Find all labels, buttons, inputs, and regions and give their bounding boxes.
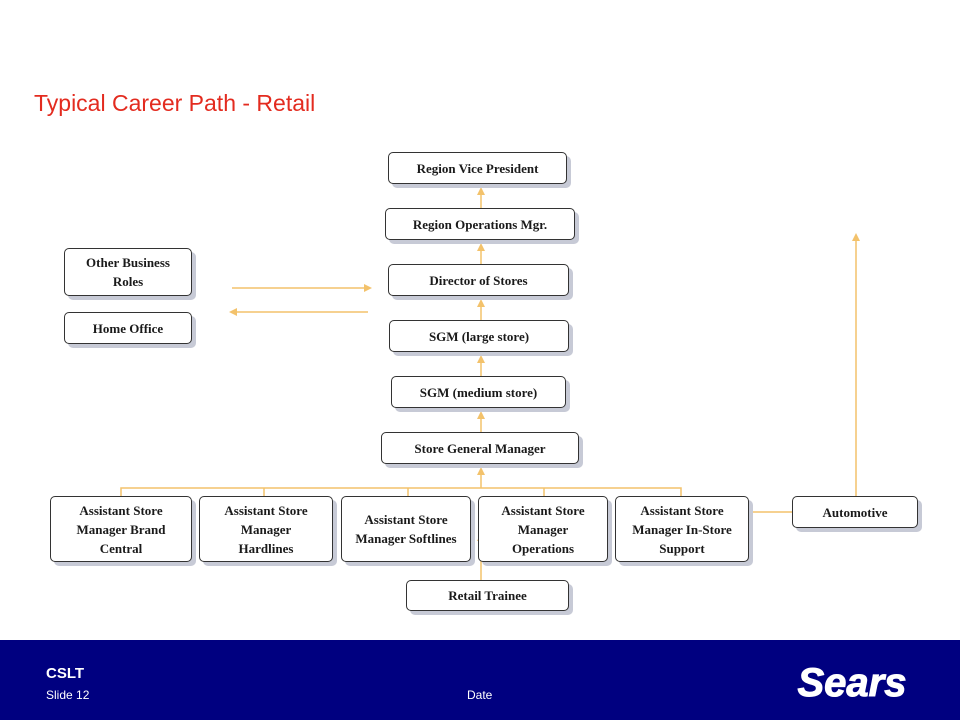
sears-logo: Sears	[797, 661, 907, 706]
node-retail-trainee: Retail Trainee	[406, 580, 569, 611]
node-asm-brand-central: Assistant Store Manager Brand Central	[50, 496, 192, 562]
footer-title: CSLT	[46, 665, 85, 682]
node-asm-operations: Assistant Store Manager Operations	[478, 496, 608, 562]
node-region-operations-mgr: Region Operations Mgr.	[385, 208, 575, 240]
connector-layer	[120, 187, 860, 580]
node-store-general-manager: Store General Manager	[381, 432, 579, 464]
node-region-vice-president: Region Vice President	[388, 152, 567, 184]
node-sgm-large-store: SGM (large store)	[389, 320, 569, 352]
node-other-business-roles: Other Business Roles	[64, 248, 192, 296]
node-asm-in-store-support: Assistant Store Manager In-Store Support	[615, 496, 749, 562]
footer-date: Date	[467, 688, 493, 702]
node-sgm-medium-store: SGM (medium store)	[391, 376, 566, 408]
node-director-of-stores: Director of Stores	[388, 264, 569, 296]
node-home-office: Home Office	[64, 312, 192, 344]
node-asm-hardlines: Assistant Store Manager Hardlines	[199, 496, 333, 562]
asm-bracket-line	[120, 487, 682, 496]
page-title: Typical Career Path - Retail	[34, 90, 316, 116]
node-automotive: Automotive	[792, 496, 918, 528]
footer-bar: CSLT Slide 12 Date Sears	[0, 640, 960, 720]
svg-text:Sears: Sears	[798, 661, 907, 705]
slide-number: Slide 12	[46, 688, 90, 702]
node-asm-softlines: Assistant Store Manager Softlines	[341, 496, 471, 562]
